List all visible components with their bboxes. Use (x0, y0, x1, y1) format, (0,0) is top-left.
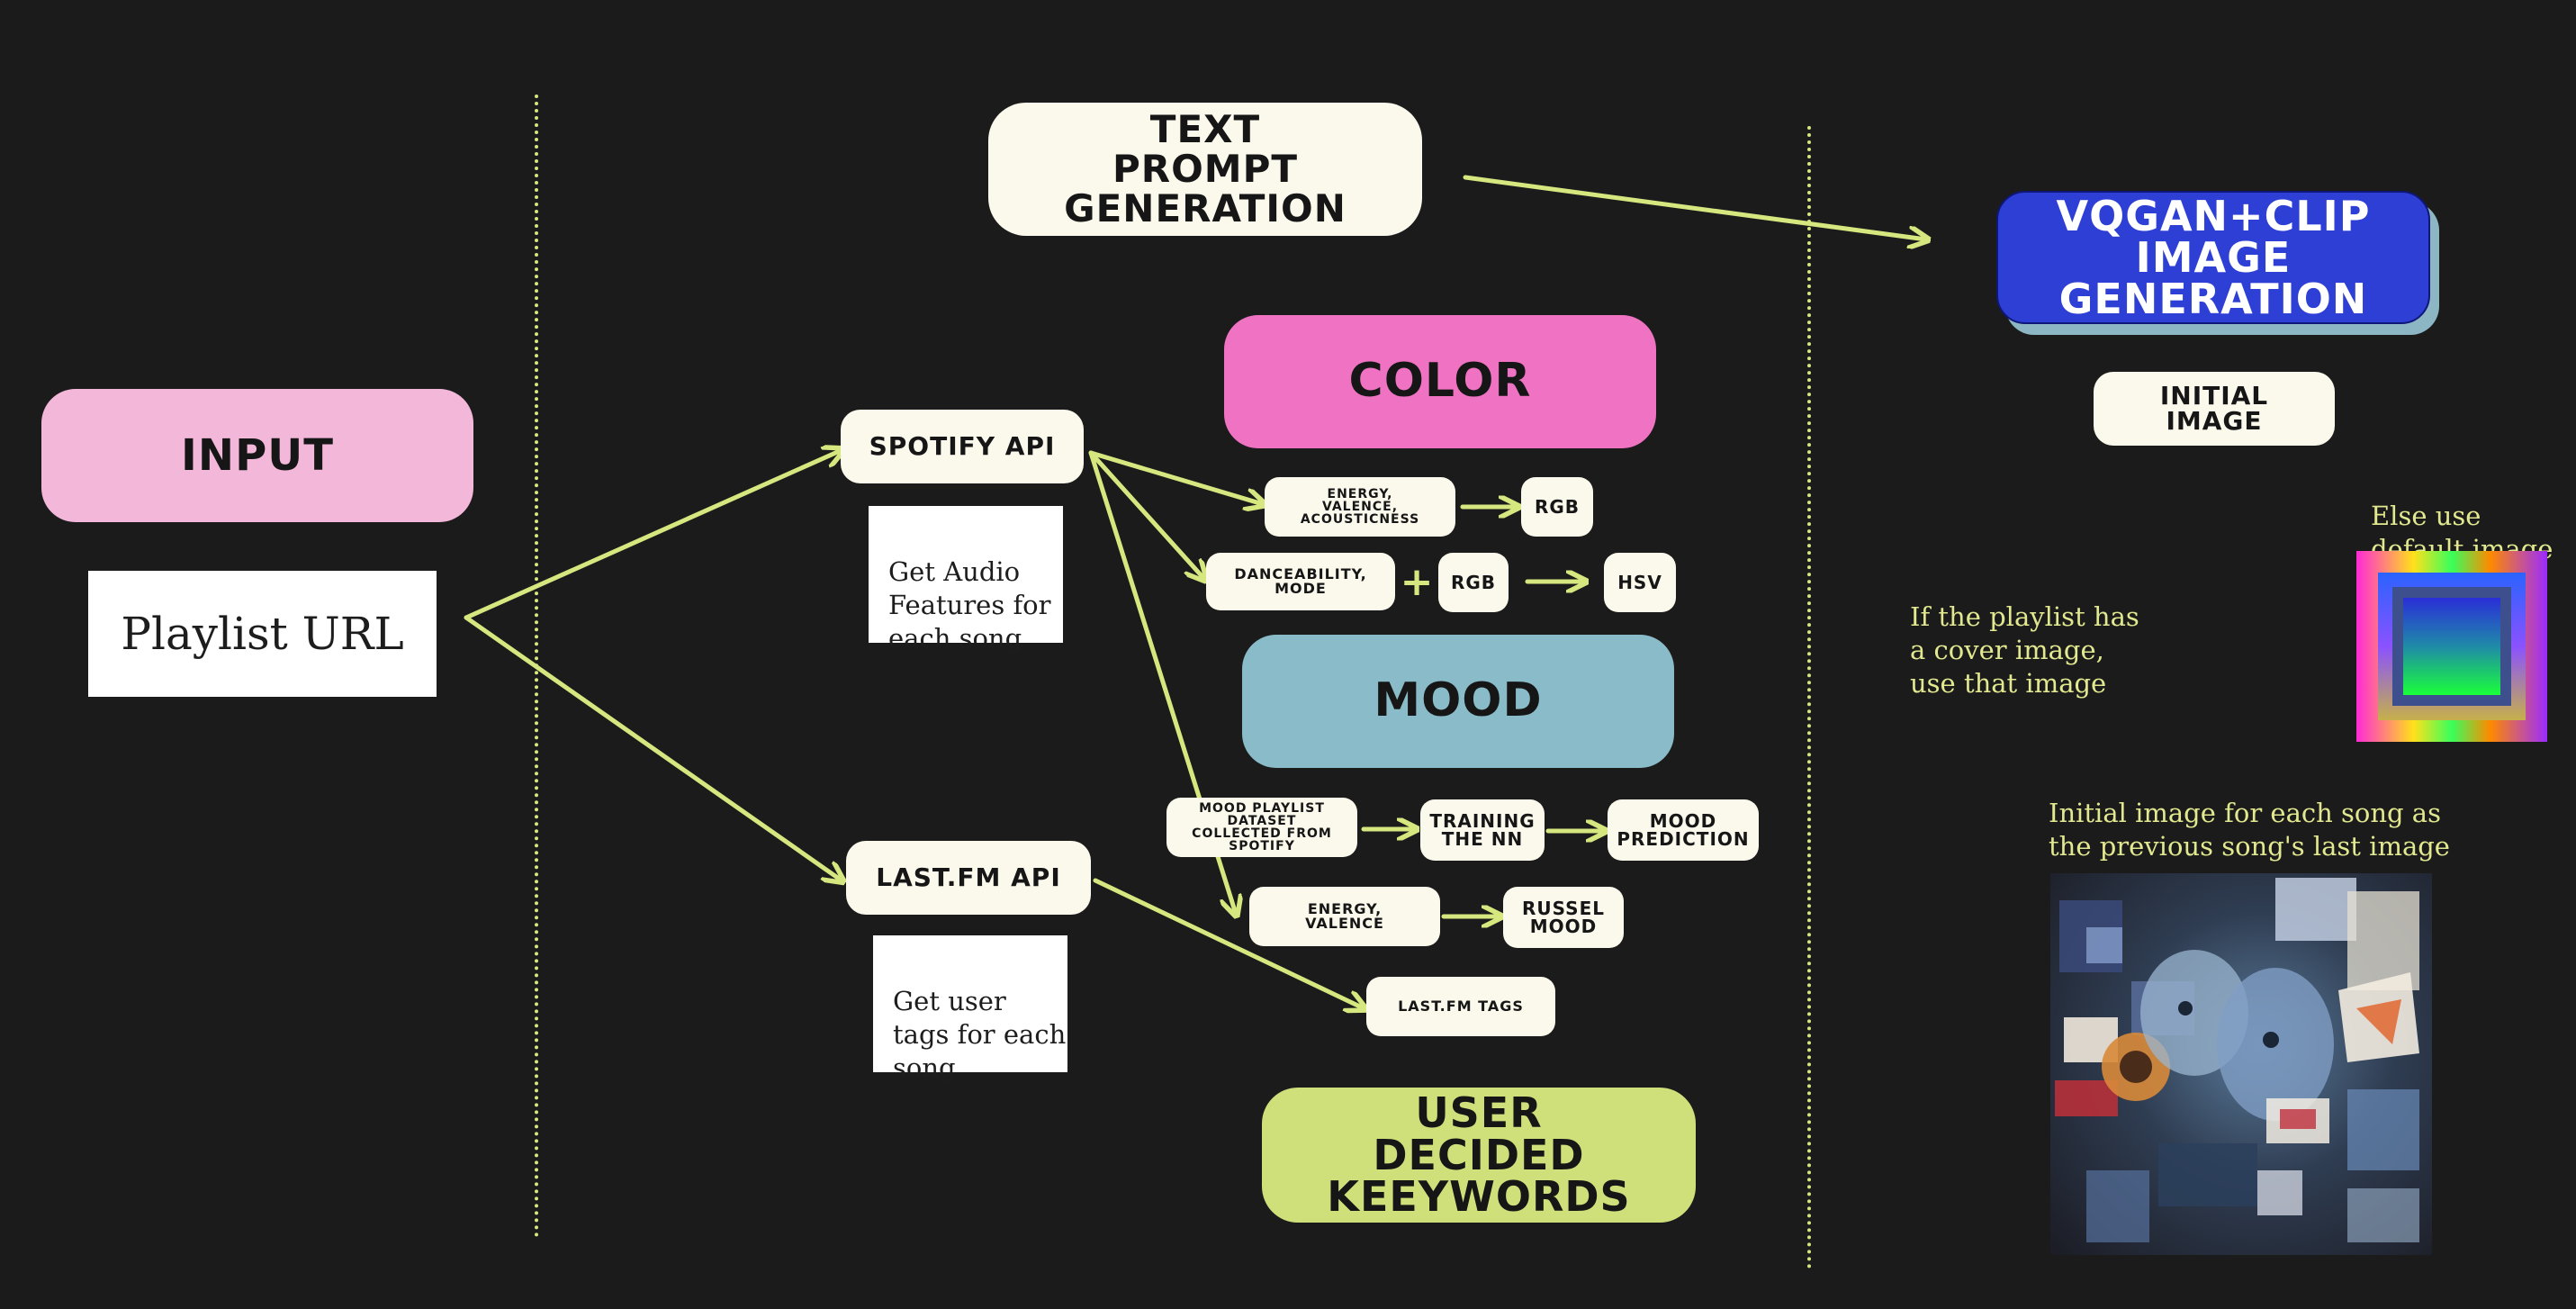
arrow-url-to-lastfm (464, 615, 842, 880)
color-header: COLOR (1224, 315, 1656, 448)
mood-prediction-node: MOOD PREDICTION (1608, 799, 1759, 861)
lastfm-description-box: Get user tags for each song (873, 935, 1067, 1083)
arrow-spotify-to-dance (1088, 450, 1204, 579)
vqgan-clip-node: VQGAN+CLIP IMAGE GENERATION (1996, 191, 2430, 324)
plus-label: + (1400, 558, 1434, 605)
spotify-description: Get Audio Features for each song (888, 556, 1051, 654)
mood-dataset-node: MOOD PLAYLIST DATASET COLLECTED FROM SPO… (1166, 798, 1357, 857)
rgb-label-1: RGB (1534, 495, 1581, 518)
mood-prediction-label: MOOD PREDICTION (1617, 809, 1750, 850)
danceability-mode-label: DANCEABILITY, MODE (1234, 564, 1367, 597)
text-prompt-generation-node: TEXT PROMPT GENERATION (988, 103, 1422, 236)
mood-header-label: MOOD (1374, 673, 1543, 728)
lastfm-tags-node: LAST.FM TAGS (1366, 977, 1555, 1036)
energy-valence-acousticness-node: ENERGY, VALENCE, ACOUSTICNESS (1265, 477, 1455, 537)
training-nn-label: TRAINING THE NN (1429, 809, 1536, 850)
user-decided-keywords-node: USER DECIDED KEEYWORDS (1262, 1088, 1696, 1223)
generated-artwork-image (2050, 873, 2432, 1255)
previous-image-note: Initial image for each song as the previ… (2049, 798, 2450, 862)
input-header-label: INPUT (181, 429, 334, 481)
hsv-node: HSV (1604, 553, 1676, 612)
russel-mood-label: RUSSEL MOOD (1522, 897, 1605, 937)
plus-sign: + (1400, 556, 1434, 607)
training-nn-node: TRAINING THE NN (1420, 799, 1545, 861)
energy-valence-acousticness-label: ENERGY, VALENCE, ACOUSTICNESS (1300, 486, 1420, 528)
lastfm-api-label: LAST.FM API (876, 862, 1061, 892)
lastfm-tags-label: LAST.FM TAGS (1398, 997, 1524, 1015)
user-decided-keywords-label: USER DECIDED KEEYWORDS (1327, 1088, 1631, 1222)
danceability-mode-node: DANCEABILITY, MODE (1206, 553, 1395, 610)
rgb-node-1: RGB (1521, 477, 1593, 537)
rgb-label-2: RGB (1450, 571, 1497, 593)
lastfm-api-node: LAST.FM API (846, 841, 1091, 915)
color-header-label: COLOR (1348, 354, 1532, 409)
arrow-spotify-to-energy (1088, 450, 1263, 504)
hsv-label: HSV (1617, 571, 1662, 593)
arrow-url-to-spotify (464, 450, 842, 620)
rgb-node-2: RGB (1438, 553, 1509, 612)
playlist-url-label: Playlist URL (121, 608, 404, 660)
spotify-api-label: SPOTIFY API (869, 430, 1056, 461)
lastfm-description: Get user tags for each song (893, 986, 1067, 1084)
cover-image-note: If the playlist has a cover image, use t… (1910, 601, 2139, 700)
divider-right (1807, 126, 1811, 1269)
arrow-lastfm-to-tags (1093, 878, 1364, 1008)
spotify-api-node: SPOTIFY API (841, 410, 1084, 483)
vqgan-clip-label: VQGAN+CLIP IMAGE GENERATION (2056, 192, 2371, 323)
russel-mood-node: RUSSEL MOOD (1503, 887, 1624, 948)
mood-header: MOOD (1242, 635, 1674, 768)
playlist-url-box[interactable]: Playlist URL (88, 571, 437, 697)
artwork-shapes (2055, 878, 2419, 1242)
initial-image-node: INITIAL IMAGE (2094, 372, 2335, 446)
energy-valence-label: ENERGY, VALENCE (1305, 899, 1384, 932)
input-header: INPUT (41, 389, 473, 522)
arrow-prompt-to-vqgan (1463, 175, 1926, 239)
mood-dataset-label: MOOD PLAYLIST DATASET COLLECTED FROM SPO… (1192, 801, 1332, 853)
initial-image-label: INITIAL IMAGE (2159, 381, 2269, 436)
default-image-thumbnail (2356, 551, 2547, 742)
energy-valence-node: ENERGY, VALENCE (1249, 887, 1440, 946)
default-image-center-square (2403, 598, 2500, 695)
text-prompt-generation-label: TEXT PROMPT GENERATION (1064, 107, 1347, 230)
spotify-description-box: Get Audio Features for each song (869, 506, 1063, 654)
